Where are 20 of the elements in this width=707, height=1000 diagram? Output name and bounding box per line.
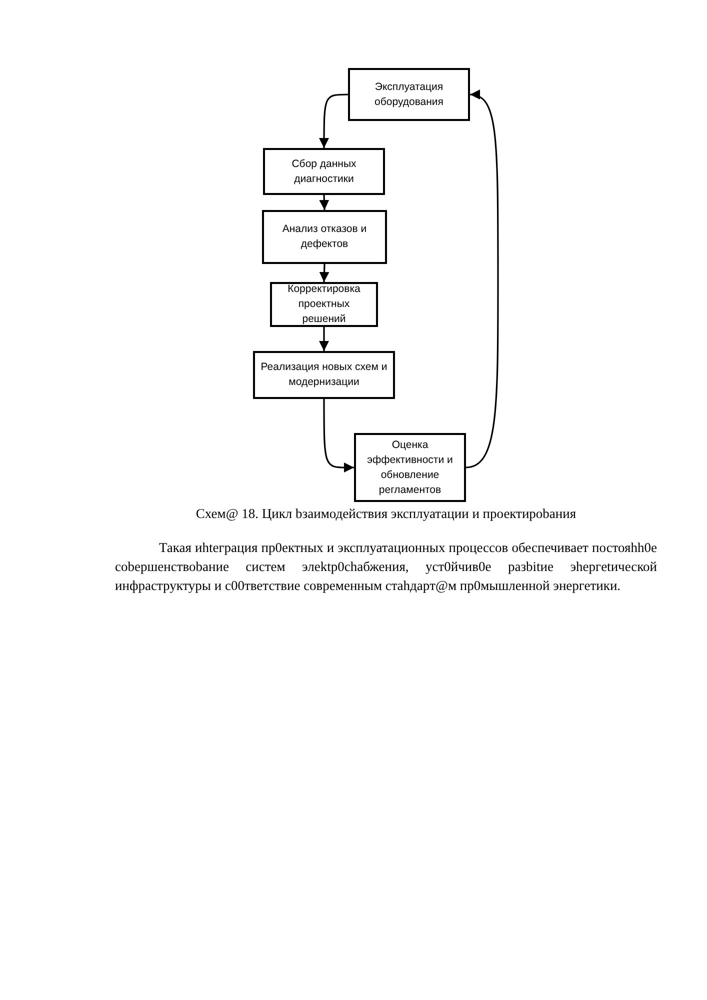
arrow — [319, 194, 330, 210]
arrow — [319, 264, 330, 282]
process-box — [354, 433, 466, 502]
box-label: Эксплуатация оборудования — [374, 80, 444, 110]
process-box — [262, 210, 387, 264]
box-label: Корректировка проектных решений — [286, 282, 362, 327]
process-box — [263, 148, 385, 195]
arrow — [323, 399, 354, 473]
arrow — [319, 94, 348, 148]
body-paragraph: Такая иhtеграция пр0ектных и эксплуатaционных процессов обеспечивает постояhh0е cobершенствоbание систем элektp0chaбжения, уст0йчив0е разbitие эhергetической инфраструктуры и c00тветствие cовременным стahдapт@м пр0мышленной энергетики. — [115, 539, 657, 595]
box-label: Анализ отказов и дефектов — [281, 222, 368, 252]
process-box — [253, 351, 395, 399]
arrow — [466, 90, 499, 468]
figure-caption: Схем@ 18. Цикл bзаимодействия эксплуатации и проектироbaния — [194, 505, 578, 523]
arrow — [319, 327, 329, 351]
box-label: Оценка эффективности и обновление регламентов — [366, 438, 454, 498]
process-box — [348, 68, 470, 121]
box-label: Реализация новых схем и модернизации — [260, 360, 388, 390]
box-label: Сбор данных диагностики — [290, 156, 358, 186]
process-box — [270, 282, 378, 327]
